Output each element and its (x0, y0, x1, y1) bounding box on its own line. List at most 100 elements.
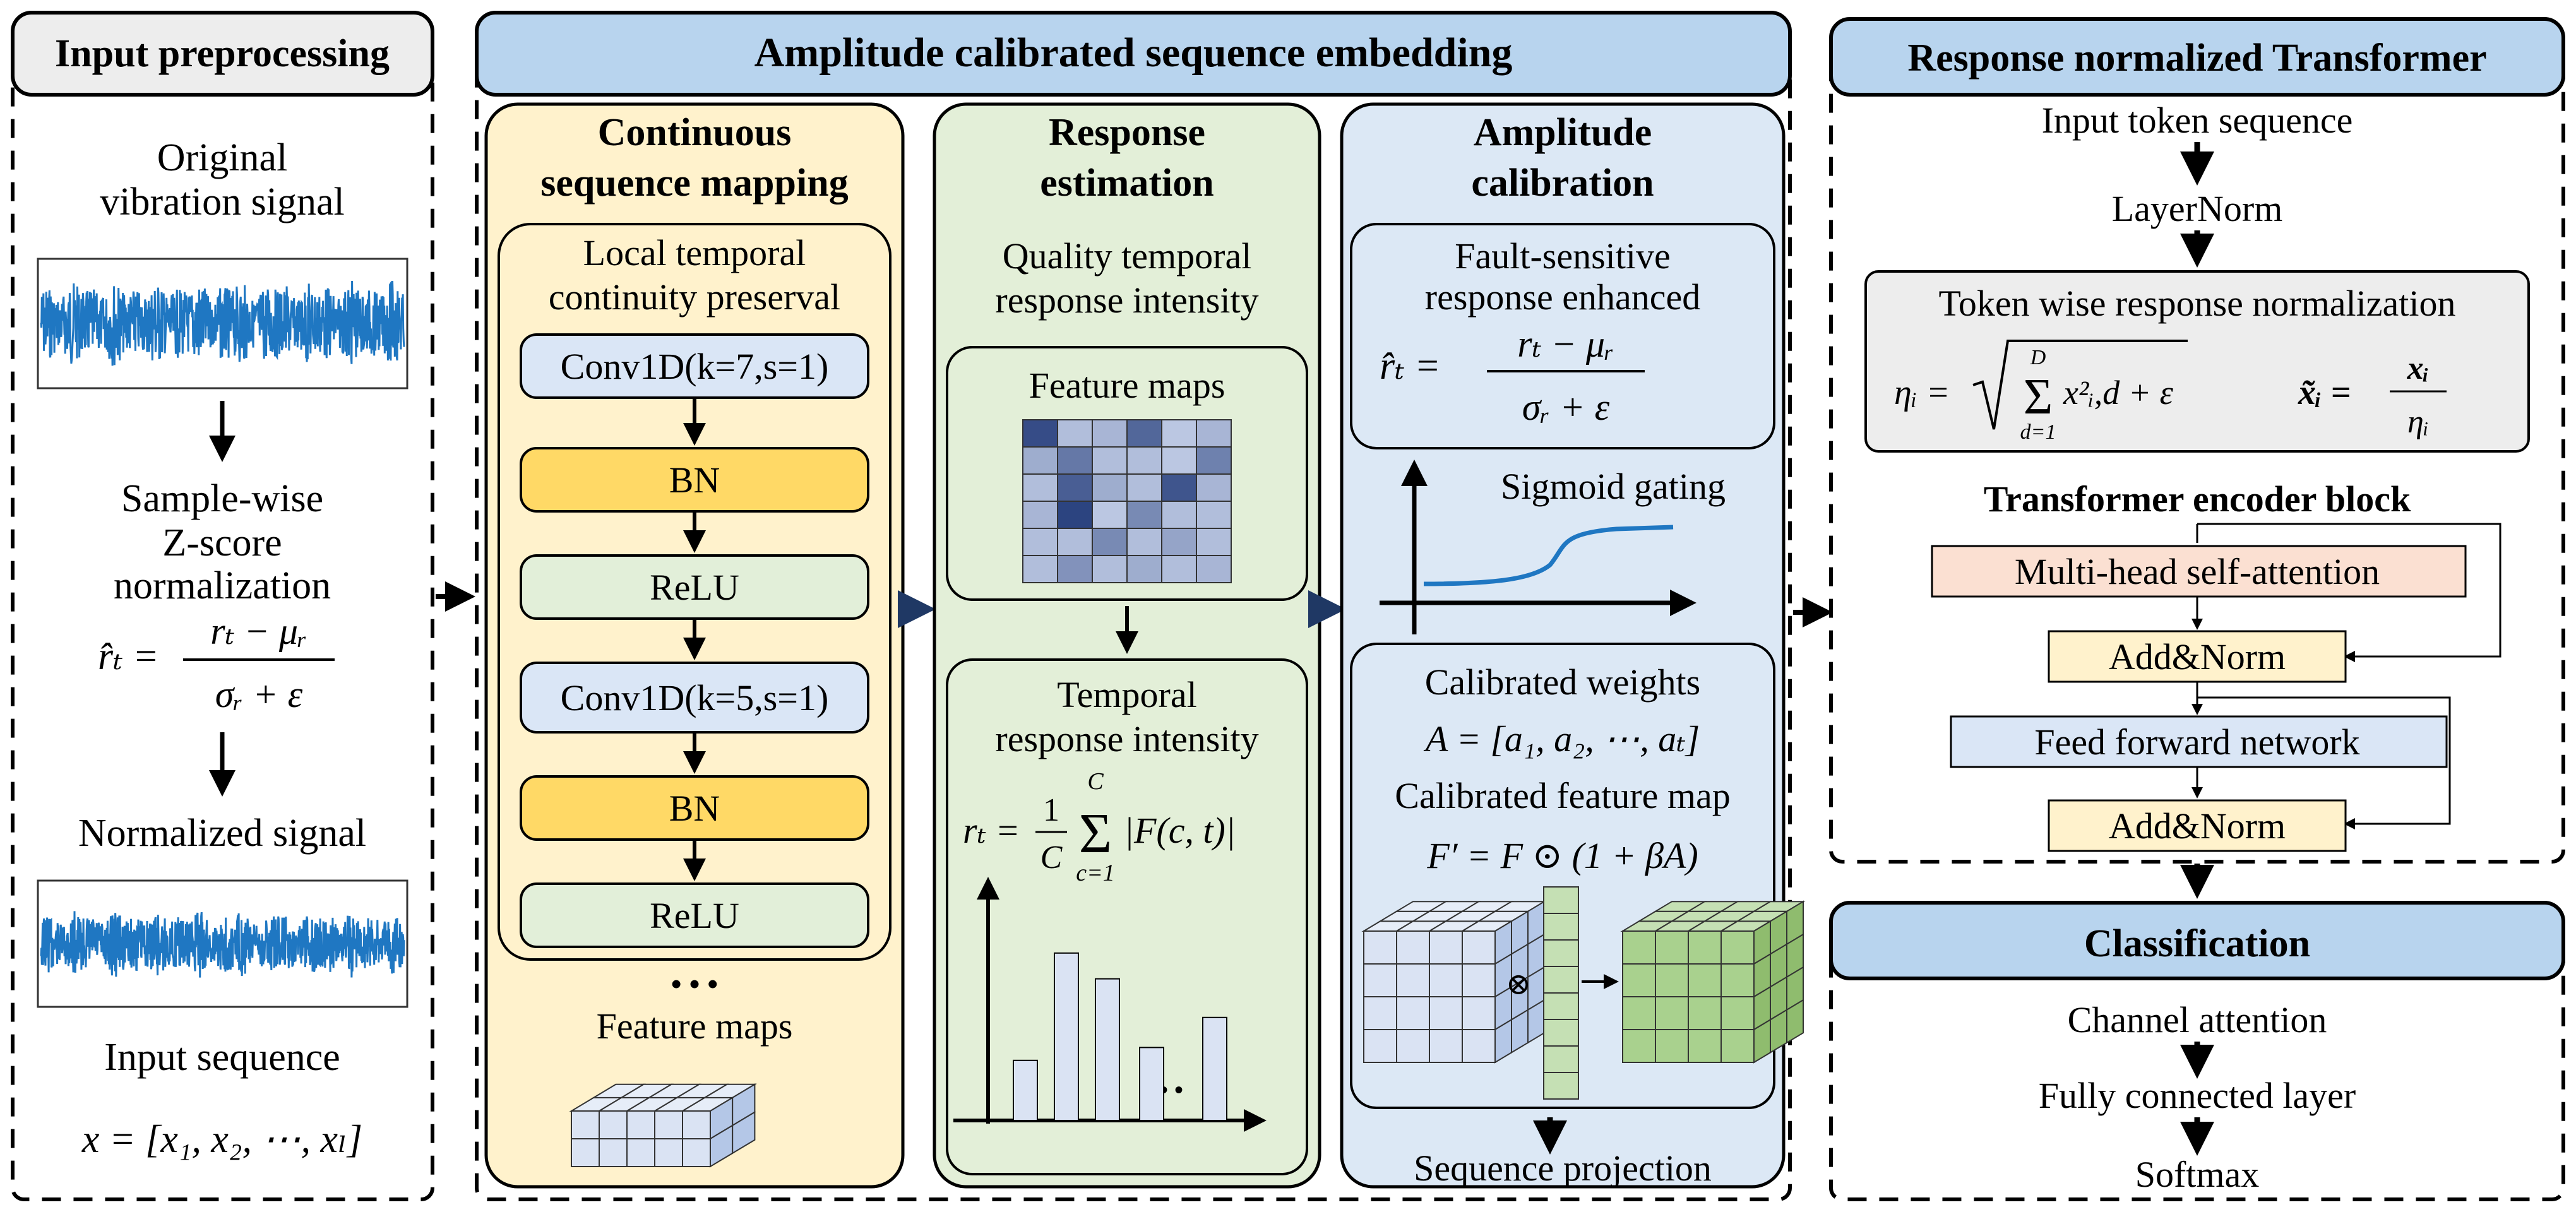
input-preprocessing-header (11, 11, 434, 97)
calibration-title-1: Amplitude (1474, 111, 1652, 154)
normalized-signal-waveform (40, 911, 405, 978)
response-formula-body: |F(c, t)| (1124, 810, 1236, 851)
sigmoid-gating-plot: Sigmoid gating (1380, 460, 1726, 634)
heatmap-cell (1126, 419, 1162, 448)
calibrated-weights-formula: A = [a₁, a₂, ⋯, aₜ] (1423, 718, 1700, 759)
eta-sum-bottom: d=1 (2020, 420, 2056, 444)
block-front-cell (571, 1138, 600, 1167)
heatmap-cell (1126, 446, 1162, 475)
response-sum-bottom: c=1 (1076, 860, 1115, 886)
calibrated-map-formula: F′ = F ⊙ (1 + βA) (1426, 835, 1698, 876)
block-front-cell (1622, 963, 1656, 997)
heatmap-cell (1092, 555, 1128, 583)
heatmap-cell (1196, 446, 1232, 475)
heatmap-cell (1161, 419, 1197, 448)
norm-label-1: Sample-wise (121, 477, 323, 520)
transformer-header (1829, 17, 2565, 97)
calibrated-map-label: Calibrated feature map (1395, 775, 1730, 816)
heatmap-cell (1057, 473, 1093, 502)
block-front-cell (1429, 963, 1463, 997)
block-front-cell (1429, 996, 1463, 1030)
norm-label-2: Z-score (162, 521, 282, 564)
weight-vector (1543, 886, 1579, 1100)
softmax-label: Softmax (2135, 1154, 2260, 1195)
temporal-intensity-label-2: response intensity (995, 718, 1258, 759)
response-sub-2: response intensity (995, 280, 1258, 321)
relu-box-2 (520, 882, 869, 948)
classification-title: Classification (2084, 922, 2310, 965)
block-front-cell (1363, 1029, 1397, 1063)
zscore-denominator-left: σᵣ + ε (215, 674, 303, 715)
eta-sum-top: D (2030, 346, 2046, 369)
heatmap-cell (1092, 446, 1128, 475)
norm-label-3: normalization (114, 564, 331, 607)
zscore-numerator-left: rₜ − μᵣ (210, 610, 307, 652)
sigmoid-curve (1423, 525, 1674, 586)
original-signal-label-2: vibration signal (100, 181, 344, 223)
response-bar-chart: • • • (953, 877, 1267, 1132)
temporal-intensity-label-1: Temporal (1057, 674, 1196, 715)
flat-feature-map-block (569, 1083, 758, 1168)
otimes-symbol: ⊗ (1506, 968, 1531, 1001)
weight-cell (1543, 1019, 1579, 1047)
input-preprocessing-title: Input preprocessing (55, 32, 390, 75)
original-signal-label-1: Original (157, 136, 288, 179)
token-norm-title: Token wise response normalization (1939, 283, 2456, 324)
zscore-formula-left: r̂ₜ = rₜ − μᵣ σᵣ + ε (98, 610, 335, 715)
classification-header (1829, 901, 2565, 980)
response-title-1: Response (1049, 111, 1205, 154)
block-front-cell (1688, 963, 1722, 997)
block-front-cell (654, 1110, 683, 1139)
block-front-cell (1363, 996, 1397, 1030)
heatmap-cell (1196, 419, 1232, 448)
block-front-cell (654, 1138, 683, 1167)
sigmoid-gating-label: Sigmoid gating (1501, 466, 1726, 507)
heatmap-cell (1126, 473, 1162, 502)
eta-body: x²ᵢ,d + ε (2063, 374, 2174, 412)
eta-sum-sign: Σ (2024, 369, 2053, 425)
addnorm-label-2: Add&Norm (2109, 805, 2286, 847)
block-front-cell (1688, 996, 1722, 1030)
block-front-cell (1720, 1029, 1755, 1063)
token-norm-box (1864, 270, 2530, 453)
block-front-cell (1396, 1029, 1430, 1063)
heatmap-cell (1196, 501, 1232, 529)
encoder-block-title: Transformer encoder block (1984, 478, 2411, 520)
sequence-projection-label: Sequence projection (1414, 1148, 1712, 1189)
heatmap-cell (1126, 528, 1162, 556)
zscore-lhs-left: r̂ₜ = (98, 635, 159, 678)
input-feature-cube (1361, 900, 1547, 1064)
response-title-2: estimation (1040, 162, 1214, 205)
embedding-panel: Amplitude calibrated sequence embedding … (475, 11, 1806, 1201)
heatmap-cell (1057, 446, 1093, 475)
bn-label-1: BN (669, 460, 720, 501)
input-sequence-formula: x = [x₁, x₂, ⋯, xₗ] (81, 1118, 362, 1161)
weight-cell (1543, 992, 1579, 1020)
block-front-cell (1720, 963, 1755, 997)
block-front-cell (1363, 963, 1397, 997)
response-frac-num: 1 (1043, 792, 1059, 828)
response-bar (1095, 978, 1120, 1121)
residual-connection-1 (2197, 523, 2501, 662)
mapping-feature-maps-label: Feature maps (597, 1006, 793, 1047)
block-front-cell (626, 1110, 655, 1139)
mapping-title-1: Continuous (598, 111, 792, 154)
response-bar (1139, 1047, 1164, 1122)
zscore-numerator-calibration: rₜ − μᵣ (1517, 323, 1614, 365)
eta-formula: ηᵢ = D Σ d=1 x²ᵢ,d + ε (1894, 340, 2188, 444)
block-front-cell (571, 1110, 600, 1139)
weight-cell (1543, 939, 1579, 967)
response-sum-sign: Σ (1079, 802, 1112, 865)
block-front-cell (1622, 996, 1656, 1030)
local-temporal-label-2: continuity preserval (549, 276, 840, 318)
block-front-cell (1688, 930, 1722, 965)
response-formula: rₜ = 1 C C Σ c=1 |F(c, t)| (963, 768, 1236, 886)
addnorm-box-2 (2048, 799, 2347, 852)
block-front-cell (1688, 1029, 1722, 1063)
heatmap-cell (1092, 473, 1128, 502)
xtilde-formula: x̃ᵢ = xᵢ ηᵢ (2298, 350, 2447, 440)
block-front-cell (1655, 930, 1689, 965)
normalized-signal-label: Normalized signal (78, 812, 366, 855)
